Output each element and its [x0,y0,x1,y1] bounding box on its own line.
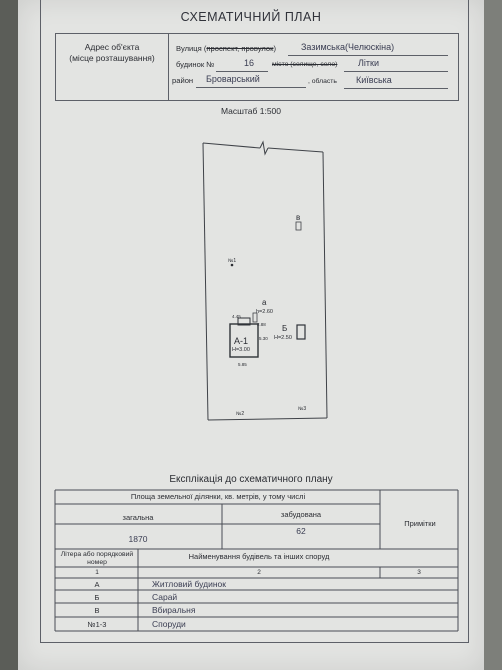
street-label-struck: проспект, провулок [206,44,274,53]
street-row: Вулиця (проспект, провулок) [176,44,276,53]
built-area-label: забудована [280,510,322,519]
scale-label: Масштаб 1:500 [221,106,281,116]
house-height: H=3.00 [232,347,250,353]
tag-3: №3 [298,406,306,412]
row-name: Житловий будинок [152,579,226,589]
porch-height: h=2.60 [256,309,273,315]
col-2-number: 2 [257,569,261,576]
house-label: будинок № [176,60,215,69]
tag-2: №2 [236,411,244,417]
letter-header: Літера або порядковий номер [60,551,134,566]
shed-b [296,324,306,340]
street-label: Вулиця ( [176,44,207,53]
oblast-value: Київська [356,75,392,85]
row-letter: В [94,606,100,615]
col-1-number: 1 [95,569,99,576]
lot-boundary [202,140,328,421]
page-frame [40,0,469,643]
outhouse-symbol [295,221,302,231]
col-3-number: 3 [417,569,421,576]
row-name: Сарай [152,592,178,602]
oblast-label: , область [308,78,337,85]
porch-outline [252,312,258,323]
tag-1: №1 [228,258,236,264]
district-value: Броварський [206,74,260,84]
street-label-end: ) [273,44,276,53]
document-sheet [18,0,484,670]
address-block: Адрес об'єкта (місце розташування) Вулиц… [55,33,459,101]
explication-title: Експлікація до схематичного плану [169,474,333,485]
row-letter: Б [94,593,100,602]
dim-top: 4.45 [232,314,241,319]
city-value: Літки [358,58,379,68]
shed-label: Б [282,324,287,333]
total-area-value: 1870 [128,534,148,544]
shed-height: H=2.50 [274,335,292,341]
house-value: 16 [244,58,255,68]
address-separator [168,34,169,100]
city-underline [344,71,448,72]
row-name: Вбиральня [152,605,196,615]
house-a1 [229,317,259,358]
street-value: Зазимська(Челюскіна) [301,42,395,52]
built-area-value: 62 [296,526,306,536]
name-header: Найменування будівель та інших споруд [188,552,330,561]
dim-side: 5.30 [259,336,268,341]
street-underline [288,55,448,56]
house-underline [216,71,268,72]
address-label-line1: Адрес об'єкта [84,42,140,52]
address-label: Адрес об'єкта (місце розташування) [56,42,168,64]
address-label-line2: (місце розташування) [69,53,155,63]
row-letter: А [94,580,100,589]
total-area-label: загальна [122,513,154,522]
city-label: місто (селище, село) [272,61,338,68]
notes-header: Примітки [404,519,436,528]
document-title: СХЕМАТИЧНИЙ ПЛАН [180,10,322,24]
house-label: А-1 [234,336,248,346]
row-name: Споруди [152,619,186,629]
district-label: район [172,76,194,85]
area-header: Площа земельної ділянки, кв. метрів, у т… [130,492,306,501]
porch-label: а [262,298,267,307]
oblast-underline [344,88,448,89]
lot-label: в [296,213,300,222]
photo-background-right [484,0,502,670]
row-letter: №1-3 [87,620,107,629]
structure-1-marker [230,263,234,267]
photo-background-left [0,0,18,670]
dim-small: 2.88 [257,322,266,327]
dim-bottom: 5.85 [238,362,247,367]
district-underline [196,87,306,88]
